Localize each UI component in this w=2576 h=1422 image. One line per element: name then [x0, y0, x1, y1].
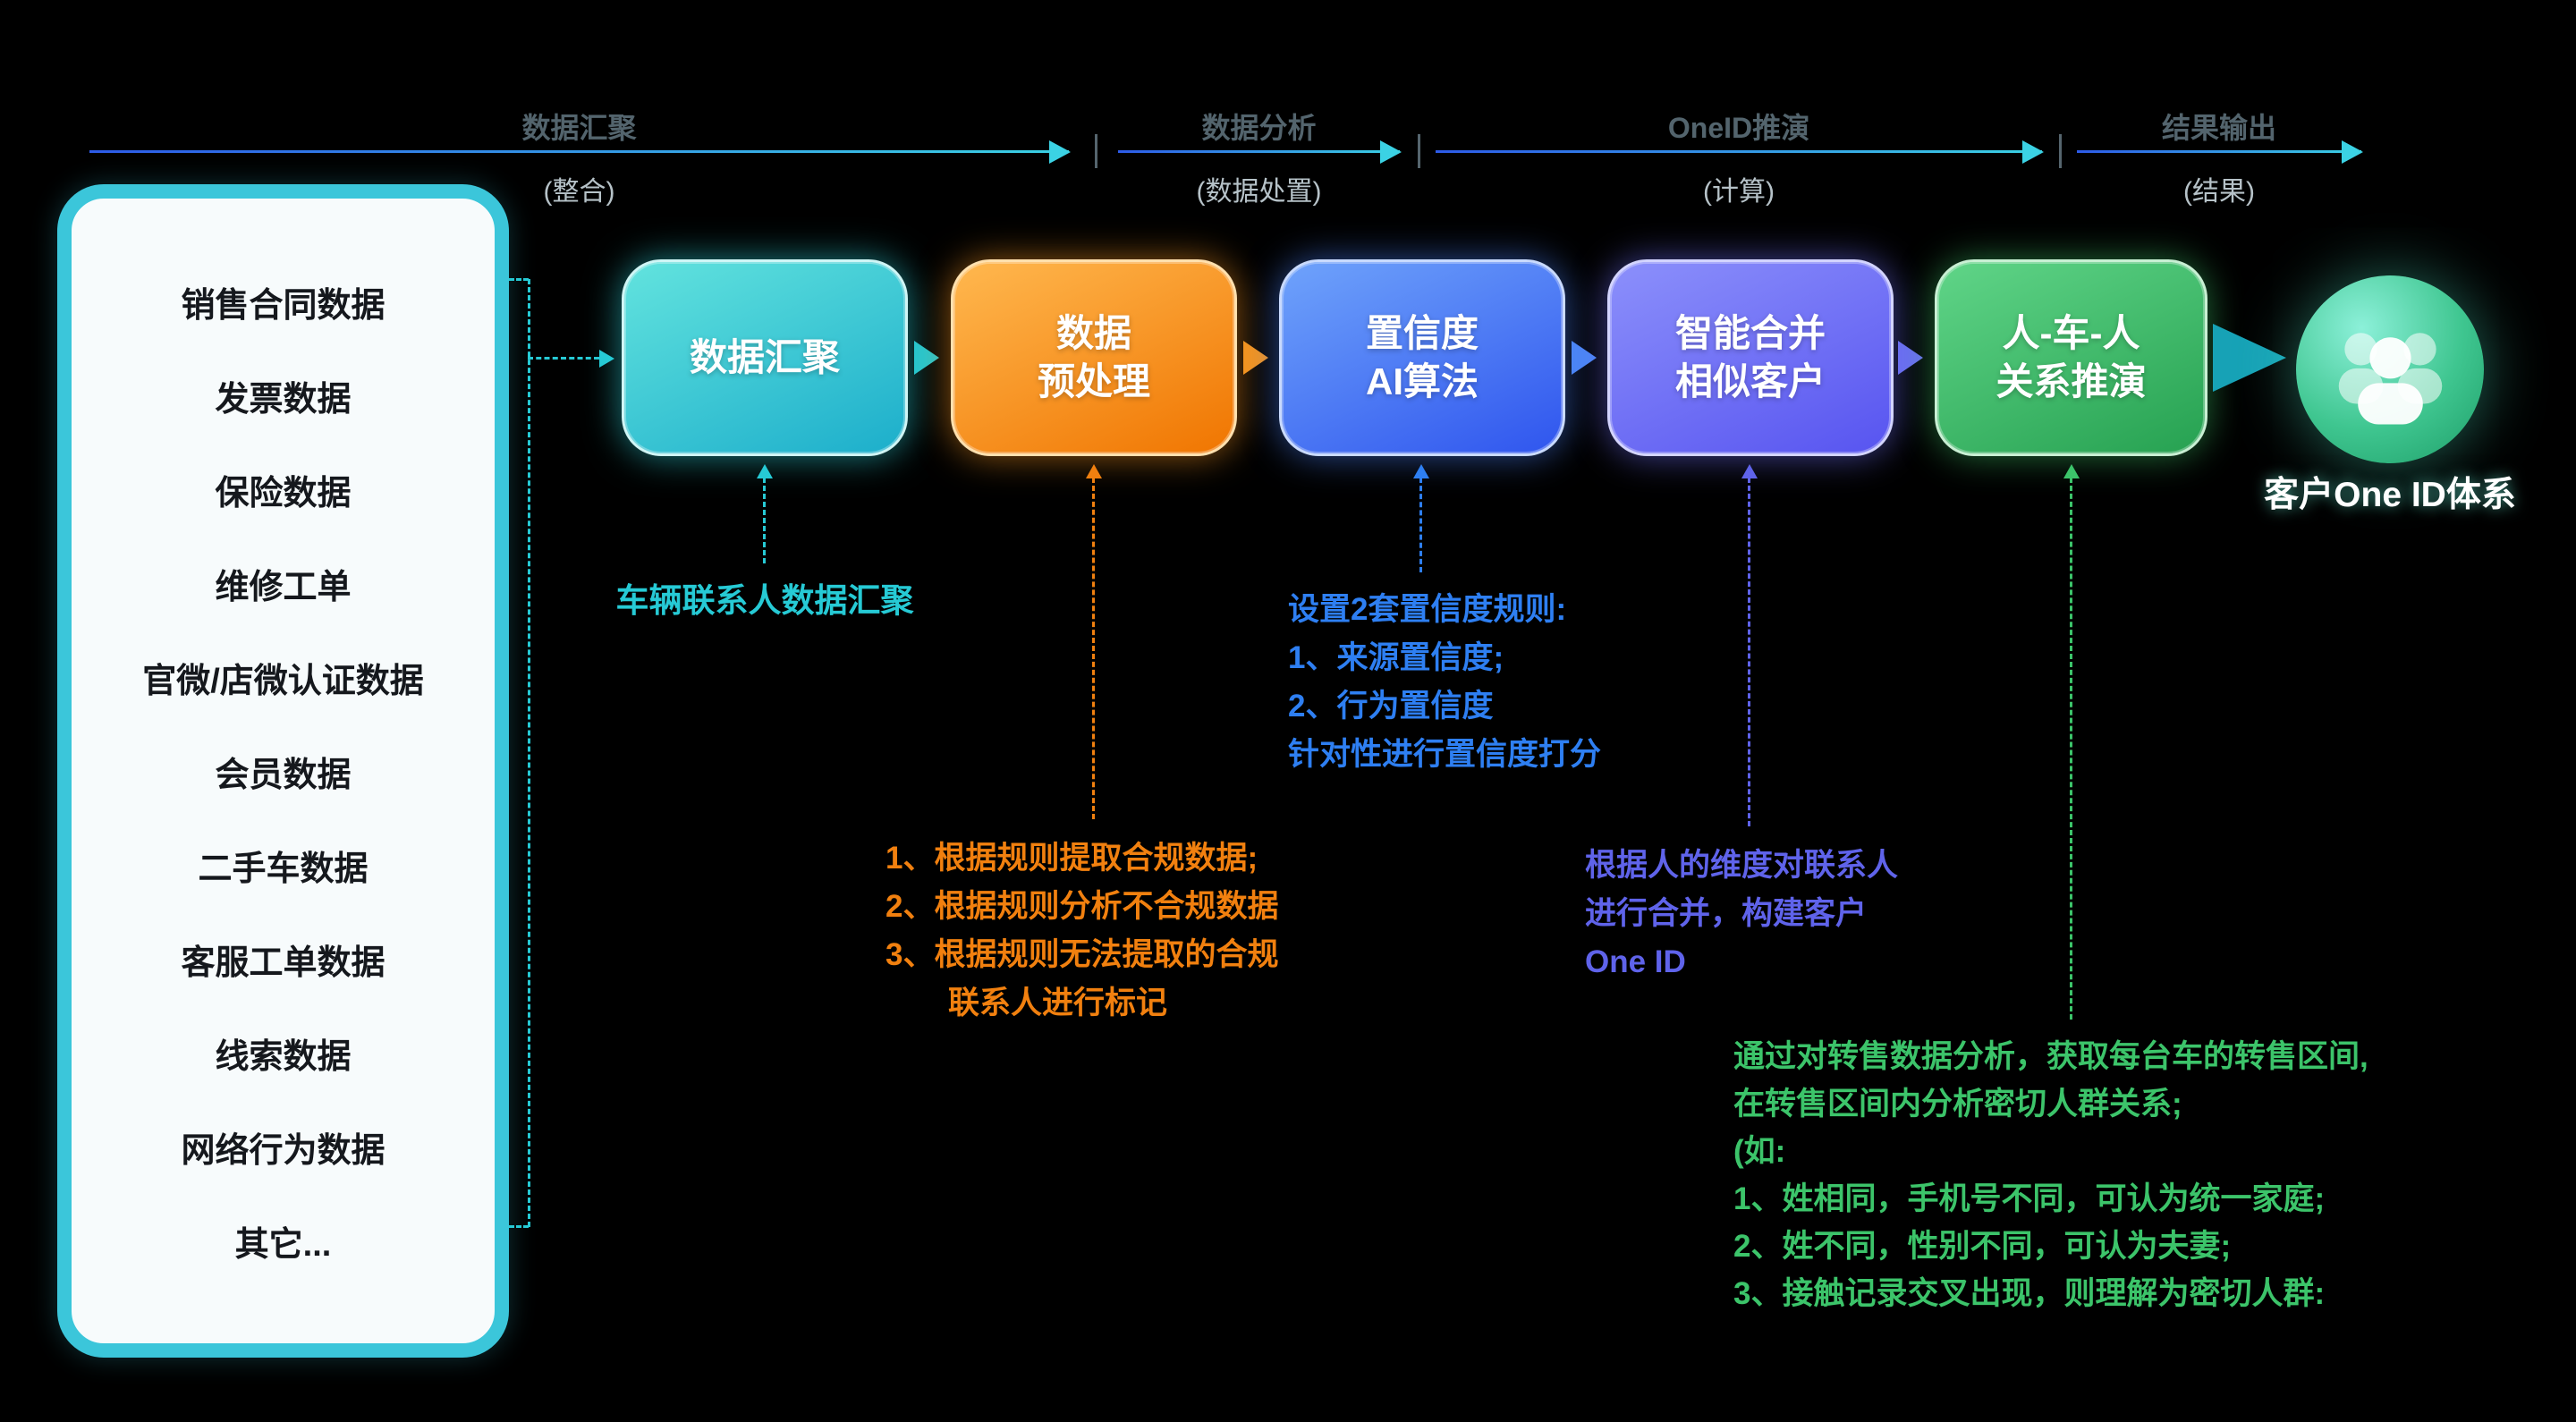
- annotation-line: 联系人进行标记: [948, 986, 1168, 1020]
- phase-sublabel: (整合): [543, 177, 615, 207]
- annotation-line: 2、姓不同，性别不同，可认为夫妻;: [1733, 1229, 2232, 1264]
- annotation-relation: 通过对转售数据分析，获取每台车的转售区间, 在转售区间内分析密切人群关系; (如…: [1733, 1033, 2368, 1317]
- people-group-glyph: [2338, 332, 2442, 425]
- source-item: 客服工单数据: [181, 944, 386, 982]
- annotation-line: 3、根据规则无法提取的合规: [886, 937, 1279, 972]
- phase-divider: [1095, 134, 1097, 168]
- flow-step-smart-merge: 智能合并 相似客户: [1607, 259, 1894, 456]
- annotation-line: 2、行为置信度: [1288, 689, 1494, 724]
- phase-sublabel: (计算): [1703, 177, 1775, 207]
- result-label: 客户One ID体系: [2264, 476, 2516, 514]
- phase-arrow-icon: [2077, 140, 2363, 164]
- result-arrow-icon: [2213, 324, 2286, 392]
- annotation-line: 2、根据规则分析不合规数据: [886, 889, 1279, 924]
- annotation-line: 1、根据规则提取合规数据;: [886, 841, 1258, 876]
- phase-label: OneID推演: [1667, 112, 1810, 144]
- step-label: 置信度: [1365, 312, 1479, 355]
- phase-segment-oneid: OneID推演 (计算): [1436, 106, 2044, 213]
- phase-arrow-icon: [1436, 140, 2044, 164]
- flow-step-relation-derivation: 人-车-人 关系推演: [1935, 259, 2207, 456]
- flow-step-confidence-ai: 置信度 AI算法: [1279, 259, 1565, 456]
- source-item: 维修工单: [215, 568, 352, 606]
- step-label: 智能合并: [1674, 312, 1826, 355]
- source-item: 发票数据: [215, 380, 352, 419]
- annotation-line: 针对性进行置信度打分: [1288, 737, 1602, 772]
- annotation-line: 通过对转售数据分析，获取每台车的转售区间,: [1733, 1039, 2368, 1074]
- phase-label: 数据汇聚: [521, 112, 637, 144]
- phase-segment-analysis: 数据分析 (数据处置): [1118, 106, 1402, 213]
- annotation-line: One ID: [1585, 944, 1686, 979]
- annotation-preprocess: 1、根据规则提取合规数据; 2、根据规则分析不合规数据 3、根据规则无法提取的合…: [886, 834, 1278, 1028]
- step-label: 预处理: [1037, 360, 1150, 402]
- source-item: 销售合同数据: [181, 286, 386, 325]
- panel-connector-stub: [509, 278, 529, 281]
- annotation-line: 在转售区间内分析密切人群关系;: [1733, 1087, 2182, 1122]
- phase-sublabel: (数据处置): [1196, 177, 1322, 207]
- annotation-arrow-icon: [2063, 464, 2080, 1020]
- flow-arrow-icon: [1898, 341, 1923, 375]
- annotation-aggregation: 车辆联系人数据汇聚: [555, 577, 975, 625]
- flow-step-data-aggregation: 数据汇聚: [622, 259, 908, 456]
- step-label: 相似客户: [1674, 360, 1826, 402]
- step-label: 数据: [1055, 312, 1131, 355]
- step-label: 数据汇聚: [689, 336, 840, 379]
- annotation-line: 3、接触记录交叉出现，则理解为密切人群:: [1733, 1276, 2326, 1311]
- source-item: 官微/店微认证数据: [142, 662, 424, 700]
- annotation-line: 设置2套置信度规则:: [1288, 592, 1567, 627]
- step-label: 人-车-人: [2002, 312, 2140, 355]
- annotation-merge: 根据人的维度对联系人 进行合并，构建客户 One ID: [1585, 842, 1898, 986]
- annotation-line: 车辆联系人数据汇聚: [615, 582, 914, 619]
- phase-sublabel: (结果): [2183, 177, 2255, 207]
- annotation-arrow-icon: [1413, 464, 1429, 572]
- phase-segment-output: 结果输出 (结果): [2077, 106, 2363, 213]
- phase-label: 结果输出: [2161, 112, 2276, 144]
- people-group-icon: [2296, 275, 2484, 463]
- flow-step-preprocessing: 数据 预处理: [951, 259, 1237, 456]
- source-item: 其它...: [234, 1225, 332, 1264]
- annotation-line: 进行合并，构建客户: [1585, 896, 1868, 931]
- phase-divider: [1418, 134, 1420, 168]
- step-label: AI算法: [1365, 360, 1479, 402]
- phase-segment-aggregation: 数据汇聚 (整合): [89, 106, 1071, 213]
- source-item: 保险数据: [215, 474, 352, 512]
- source-item: 线索数据: [215, 1037, 352, 1076]
- panel-to-flow-arrow-icon: [528, 350, 614, 368]
- annotation-line: 根据人的维度对联系人: [1585, 848, 1899, 883]
- annotation-line: 1、姓相同，手机号不同，可认为统一家庭;: [1733, 1181, 2326, 1216]
- panel-connector-stub: [509, 1225, 529, 1228]
- source-item: 网络行为数据: [181, 1131, 386, 1170]
- phase-divider: [2059, 134, 2062, 168]
- phase-label: 数据分析: [1201, 112, 1317, 144]
- phase-arrow-icon: [89, 140, 1071, 164]
- flow-arrow-icon: [1243, 341, 1268, 375]
- annotation-arrow-icon: [757, 464, 773, 563]
- data-source-panel: 销售合同数据 发票数据 保险数据 维修工单 官微/店微认证数据 会员数据 二手车…: [57, 184, 509, 1358]
- annotation-line: 1、来源置信度;: [1288, 640, 1504, 675]
- source-item: 会员数据: [215, 756, 352, 794]
- flow-arrow-icon: [1572, 341, 1597, 375]
- phase-arrow-icon: [1118, 140, 1402, 164]
- panel-connector-line: [528, 279, 530, 1227]
- annotation-confidence: 设置2套置信度规则: 1、来源置信度; 2、行为置信度 针对性进行置信度打分: [1288, 586, 1601, 779]
- flow-arrow-icon: [914, 341, 939, 375]
- step-label: 关系推演: [1996, 360, 2147, 402]
- source-item: 二手车数据: [198, 850, 369, 888]
- annotation-arrow-icon: [1086, 464, 1102, 819]
- annotation-line: (如:: [1733, 1134, 1786, 1169]
- annotation-arrow-icon: [1741, 464, 1758, 826]
